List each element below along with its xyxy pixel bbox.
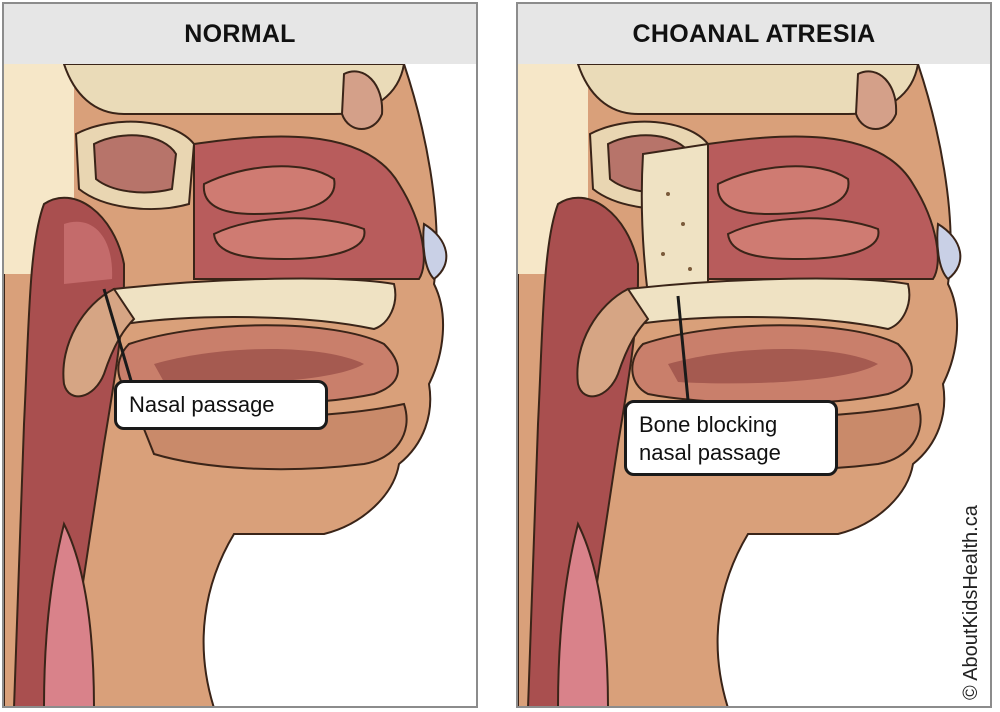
callout-text-line-1: Bone blocking	[639, 412, 778, 437]
copyright-credit: © AboutKidsHealth.ca	[960, 505, 982, 700]
panel-title-normal: NORMAL	[4, 4, 476, 64]
callout-bone-blocking: Bone blocking nasal passage	[624, 400, 838, 476]
callout-pointer-atresia	[676, 295, 690, 401]
panel-choanal-atresia: CHOANAL ATRESIA Bone blocking nasal pass…	[516, 2, 992, 708]
anatomy-illustration-normal	[4, 64, 476, 706]
panel-normal: NORMAL Nasal	[2, 2, 478, 708]
callout-pointer-normal	[102, 288, 134, 385]
callout-nasal-passage: Nasal passage	[114, 380, 328, 430]
panel-title-choanal-atresia: CHOANAL ATRESIA	[518, 4, 990, 64]
callout-text: Nasal passage	[129, 392, 275, 417]
callout-text-line-2: nasal passage	[639, 440, 781, 465]
anatomy-illustration-atresia	[518, 64, 990, 706]
